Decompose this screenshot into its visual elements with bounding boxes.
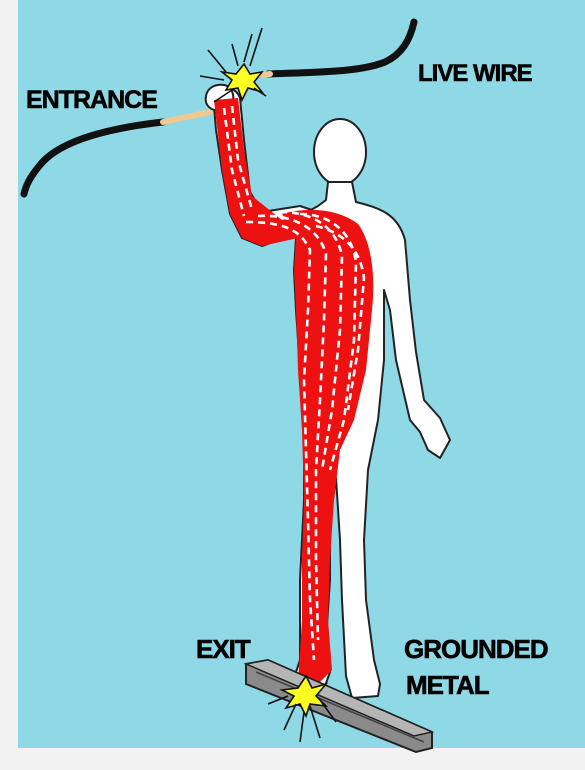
head xyxy=(314,119,366,185)
metal-label: METAL xyxy=(406,670,490,700)
live-wire-label: LIVE WIRE xyxy=(418,60,533,87)
entrance-label: ENTRANCE xyxy=(26,86,157,114)
exit-label: EXIT xyxy=(196,634,251,664)
grounded-label: GROUNDED xyxy=(404,634,548,664)
